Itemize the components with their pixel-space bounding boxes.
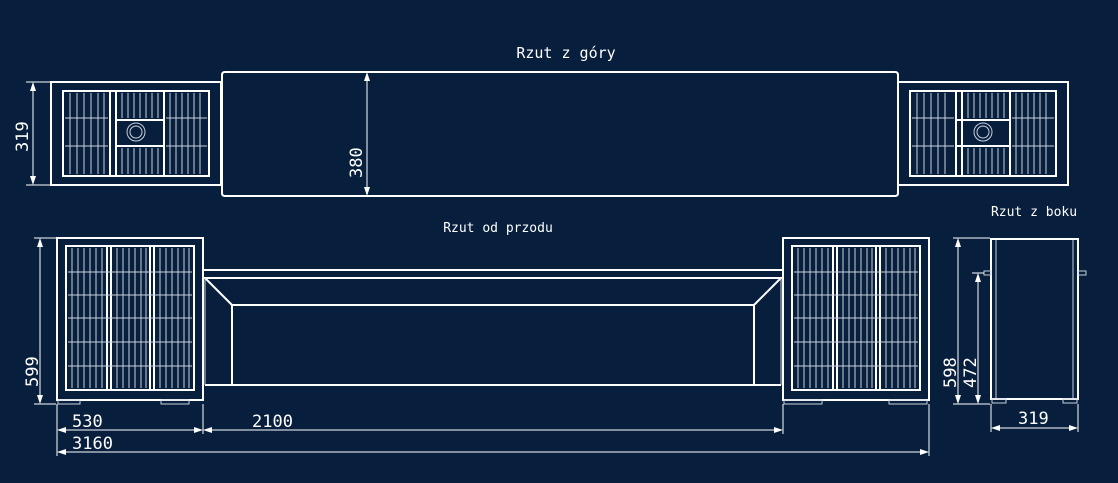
top-view-title: Rzut z góry [516,44,615,62]
front-view-title: Rzut od przodu [443,221,553,236]
dim-front-599-label: 599 [23,356,43,387]
dim-side-319-label: 319 [1018,409,1049,429]
front-view: Rzut od przodu [23,221,930,456]
dim-front-530-label: 530 [72,412,103,432]
top-bench [221,71,899,197]
dim-top-319: 319 [13,81,50,186]
top-left-unit [50,81,222,186]
top-right-unit [897,81,1069,186]
front-bench [202,269,784,386]
dim-top-319-label: 319 [13,121,33,152]
dim-top-380-label: 380 [347,147,367,178]
dim-side-598-label: 598 [941,357,961,388]
side-view: Rzut z boku 598 472 [941,205,1087,432]
dim-side-472-label: 472 [961,357,981,388]
front-right-unit [782,237,930,405]
front-left-unit [56,237,204,405]
dim-front-3160-label: 3160 [72,434,113,454]
side-unit [983,238,1087,404]
dim-front-2100-label: 2100 [252,412,293,432]
dim-top-380: 380 [347,72,370,196]
dim-front-599: 599 [23,237,56,405]
dim-side-472: 472 [961,272,984,404]
side-view-title: Rzut z boku [991,205,1077,220]
dim-side-319: 319 [990,404,1079,432]
top-view: Rzut z góry [13,44,1069,197]
dim-front-horizontal: 530 2100 3160 [56,404,930,456]
dim-side-598: 598 [941,237,990,405]
